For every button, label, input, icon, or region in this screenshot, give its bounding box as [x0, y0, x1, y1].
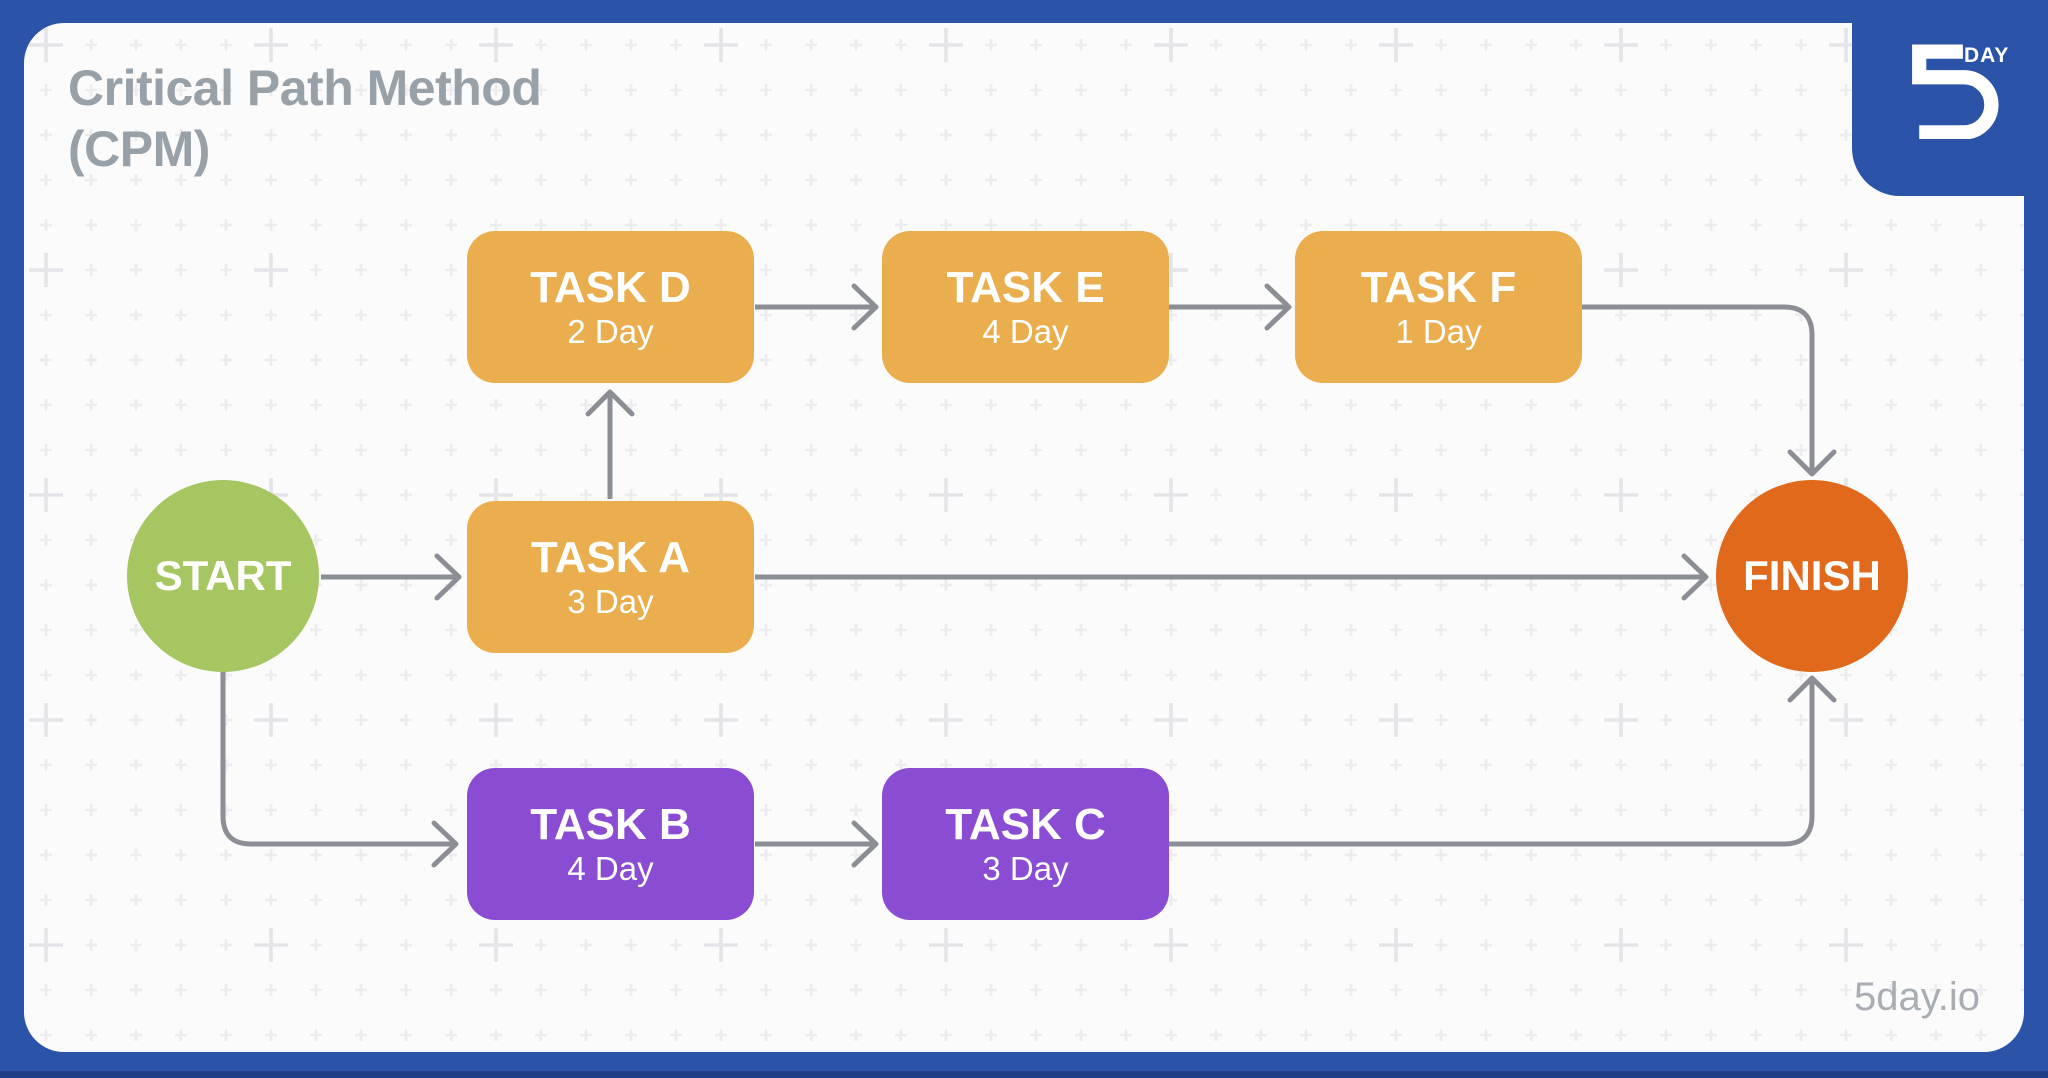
brand-corner-tab: DAY	[1852, 0, 2048, 196]
task-a-node: TASK A 3 Day	[467, 501, 754, 653]
task-b-node: TASK B 4 Day	[467, 768, 754, 920]
task-c-duration: 3 Day	[982, 849, 1069, 887]
edge-taskB-taskC	[755, 820, 879, 868]
edge-taskA-finish	[755, 553, 1709, 601]
page-title: Critical Path Method (CPM)	[68, 58, 542, 180]
finish-node: FINISH	[1716, 480, 1908, 672]
task-a-duration: 3 Day	[567, 582, 654, 620]
task-c-label: TASK C	[945, 799, 1106, 849]
task-b-duration: 4 Day	[567, 849, 654, 887]
edge-taskD-taskE	[755, 283, 879, 331]
task-e-label: TASK E	[946, 262, 1105, 312]
task-d-label: TASK D	[530, 262, 691, 312]
edge-taskA-taskD	[585, 389, 635, 499]
task-c-node: TASK C 3 Day	[882, 768, 1169, 920]
task-e-node: TASK E 4 Day	[882, 231, 1169, 383]
edge-taskE-taskF	[1168, 283, 1292, 331]
start-node: START	[127, 480, 319, 672]
edge-taskF-finish	[1579, 304, 1837, 477]
logo-5-icon	[1912, 44, 1999, 139]
task-d-node: TASK D 2 Day	[467, 231, 754, 383]
edge-taskC-finish	[1168, 675, 1837, 847]
edge-start-taskB	[220, 670, 459, 868]
task-b-label: TASK B	[530, 799, 691, 849]
task-d-duration: 2 Day	[567, 312, 654, 350]
finish-node-label: FINISH	[1743, 551, 1881, 599]
task-f-label: TASK F	[1360, 262, 1517, 312]
page-title-line1: Critical Path Method	[68, 60, 542, 116]
page-title-line2: (CPM)	[68, 121, 210, 177]
logo-day-label: DAY	[1964, 44, 2010, 67]
task-f-duration: 1 Day	[1395, 312, 1482, 350]
edge-start-taskA	[321, 553, 462, 601]
canvas-panel: Critical Path Method (CPM) 5day.io	[24, 23, 2024, 1052]
task-a-label: TASK A	[531, 532, 690, 582]
task-f-node: TASK F 1 Day	[1295, 231, 1582, 383]
frame-bottom-edge	[0, 1071, 2048, 1078]
watermark: 5day.io	[1853, 975, 1980, 1019]
task-e-duration: 4 Day	[982, 312, 1069, 350]
start-node-label: START	[154, 551, 292, 599]
